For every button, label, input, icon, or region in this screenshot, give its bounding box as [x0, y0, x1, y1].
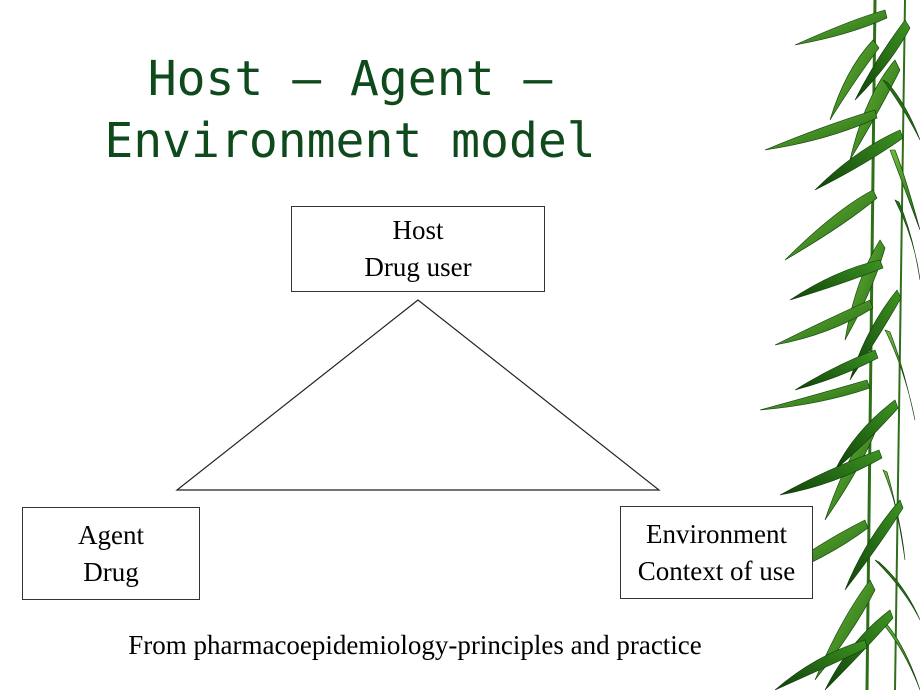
environment-label: Environment	[646, 518, 787, 549]
agent-label: Agent	[78, 519, 144, 550]
bamboo-leaves-icon	[755, 0, 920, 690]
slide-title: Host – Agent – Environment model	[90, 48, 610, 172]
triangle-shape	[175, 299, 661, 491]
host-label: Host	[392, 215, 444, 245]
title-line-2: Environment model	[104, 113, 596, 169]
title-line-1: Host – Agent –	[147, 51, 553, 107]
agent-description: Drug	[83, 556, 139, 587]
agent-box: Agent Drug	[22, 507, 200, 600]
host-description: Drug user	[364, 252, 472, 282]
environment-description: Context of use	[637, 555, 796, 586]
host-box: Host Drug user	[291, 206, 545, 292]
environment-box: Environment Context of use	[620, 506, 813, 599]
source-caption: From pharmacoepidemiology-principles and…	[128, 630, 702, 660]
